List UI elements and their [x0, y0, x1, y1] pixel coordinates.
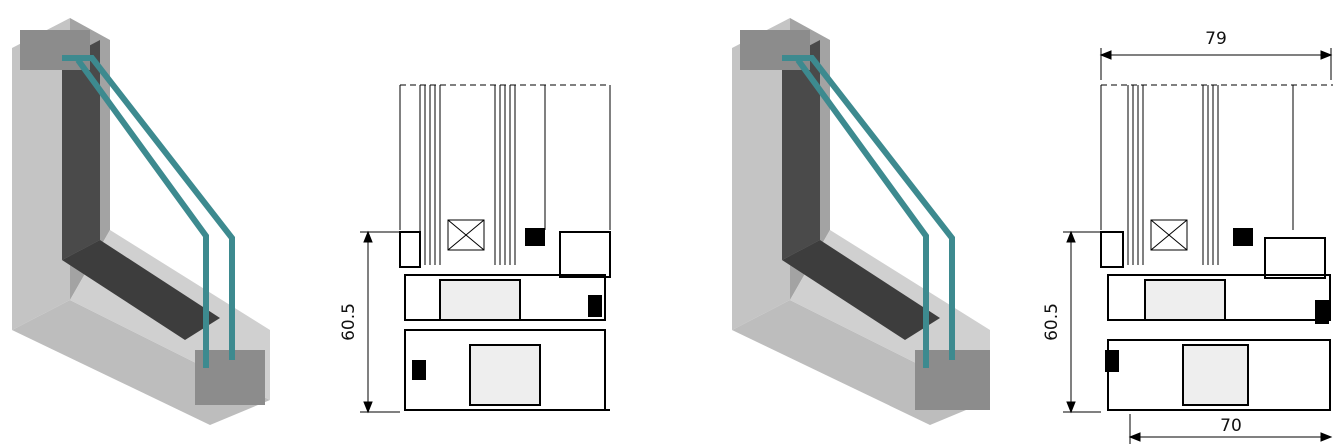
gaskets	[1105, 228, 1329, 372]
section-drawing-right: 79 60.5 70	[1033, 0, 1333, 448]
render-3d-right	[720, 0, 1020, 448]
height-dimension	[360, 230, 400, 414]
render-3d-left	[0, 0, 300, 448]
sash-recess-bottom	[62, 240, 220, 340]
sash-recess	[782, 40, 820, 260]
glass-layers	[399, 84, 611, 265]
height-dim-label: 60.5	[339, 303, 359, 341]
glass-edge-inner	[795, 58, 929, 368]
profile-section	[1100, 231, 1331, 411]
frame-vertical-face	[732, 18, 790, 330]
height-dim-label: 60.5	[1042, 303, 1062, 341]
sash-recess-bottom	[782, 240, 940, 340]
top-width-dim-label: 79	[1205, 29, 1227, 49]
spacer-box	[447, 219, 485, 251]
section-svg-right: 79 60.5 70	[1042, 29, 1333, 444]
top-width-dimension	[1099, 48, 1333, 80]
frame-vertical-face	[12, 18, 70, 330]
frame-render-right	[732, 18, 990, 425]
spacer-box	[1150, 219, 1188, 251]
profile-section	[399, 231, 611, 411]
sash-recess	[62, 40, 100, 260]
frame-3d-group	[12, 18, 270, 425]
section-svg-left: 60.5	[339, 84, 611, 414]
gaskets	[412, 228, 602, 380]
height-dimension	[1063, 230, 1101, 414]
frame-render-left	[12, 18, 270, 425]
glass-edge-inner	[75, 58, 209, 368]
bottom-width-dimension	[1128, 414, 1333, 444]
glass-edge-outer	[62, 55, 235, 360]
glass-edge-outer	[782, 55, 955, 360]
section-drawing-left: 60.5	[330, 0, 630, 448]
glass-layers	[1100, 84, 1333, 265]
bottom-width-dim-label: 70	[1220, 416, 1242, 436]
